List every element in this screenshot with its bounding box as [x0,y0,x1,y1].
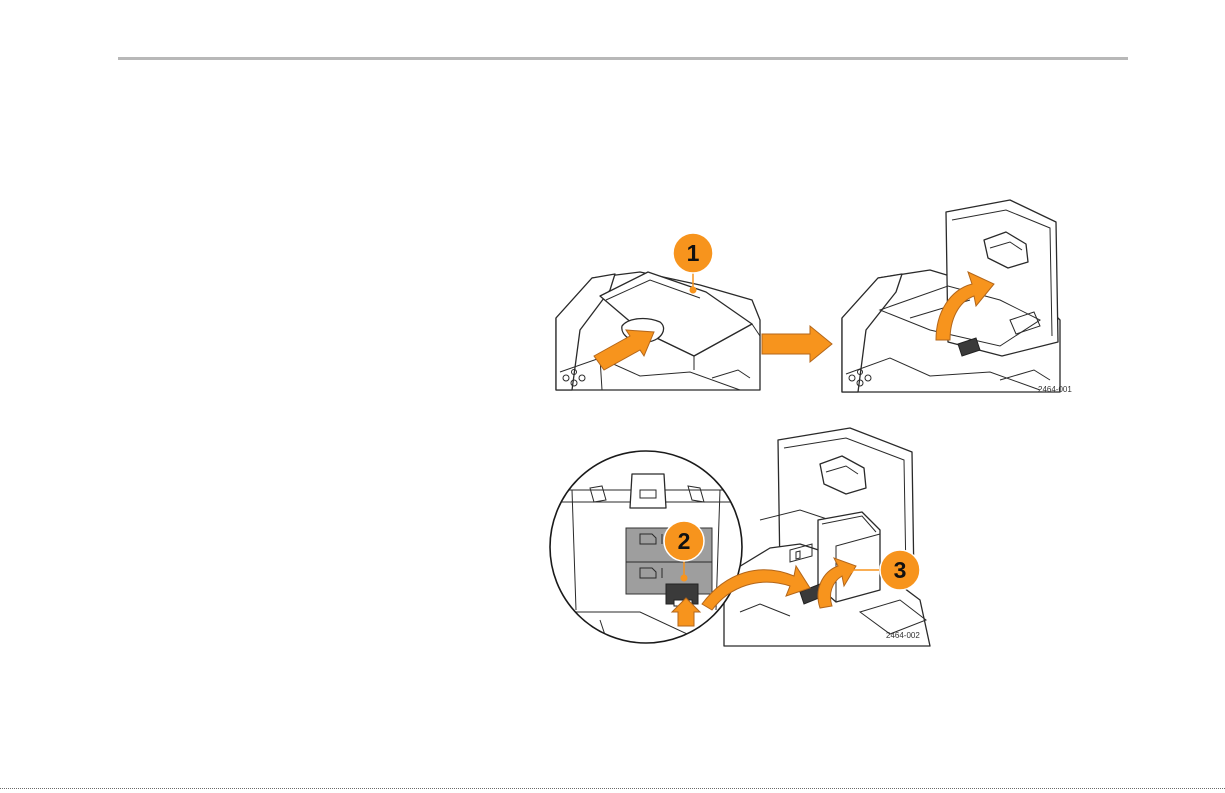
zoom-detail-circle [550,451,742,650]
figure-id-top: 2464-001 [1038,385,1072,394]
callout-2-label: 2 [678,528,691,554]
instrument-open-door [842,200,1060,392]
instrument-battery-bay [724,428,930,646]
callout-3-label: 3 [894,557,907,583]
next-step-arrow-icon [762,326,832,362]
instrument-closed-door [556,272,760,390]
callout-1-label: 1 [687,240,700,266]
figure-id-bottom: 2464-002 [886,631,920,640]
